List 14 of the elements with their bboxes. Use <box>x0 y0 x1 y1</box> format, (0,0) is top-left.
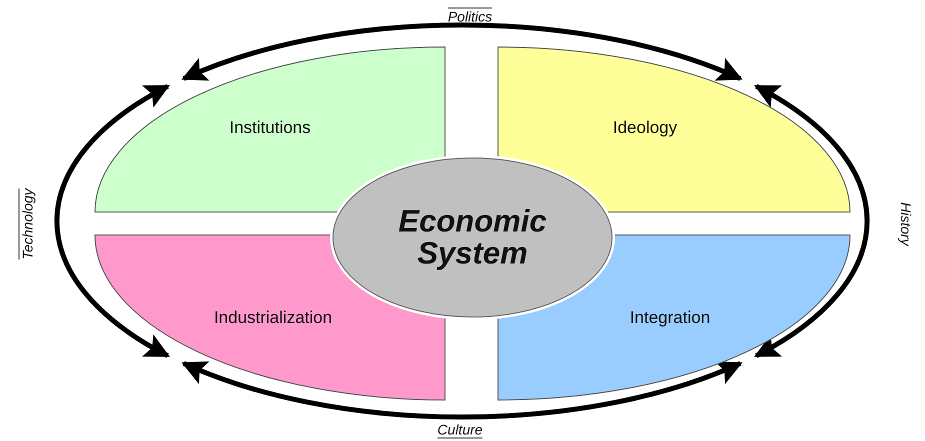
quadrant-label: Institutions <box>229 118 311 138</box>
outer-label: History <box>898 202 914 246</box>
outer-label: Technology <box>18 188 36 260</box>
quadrant-label: Ideology <box>612 118 678 138</box>
quadrant-label: Integration <box>630 308 710 328</box>
double-headed-arrow <box>181 360 743 420</box>
double-headed-arrow <box>54 84 170 358</box>
double-headed-arrow <box>754 84 870 358</box>
outer-label: Politics <box>448 8 492 24</box>
quadrant-label: Industrialization <box>214 308 332 328</box>
outer-label: Culture <box>437 422 483 438</box>
center-circle <box>330 155 615 320</box>
center-title: Economic System <box>397 204 548 270</box>
double-headed-arrow <box>181 22 743 82</box>
